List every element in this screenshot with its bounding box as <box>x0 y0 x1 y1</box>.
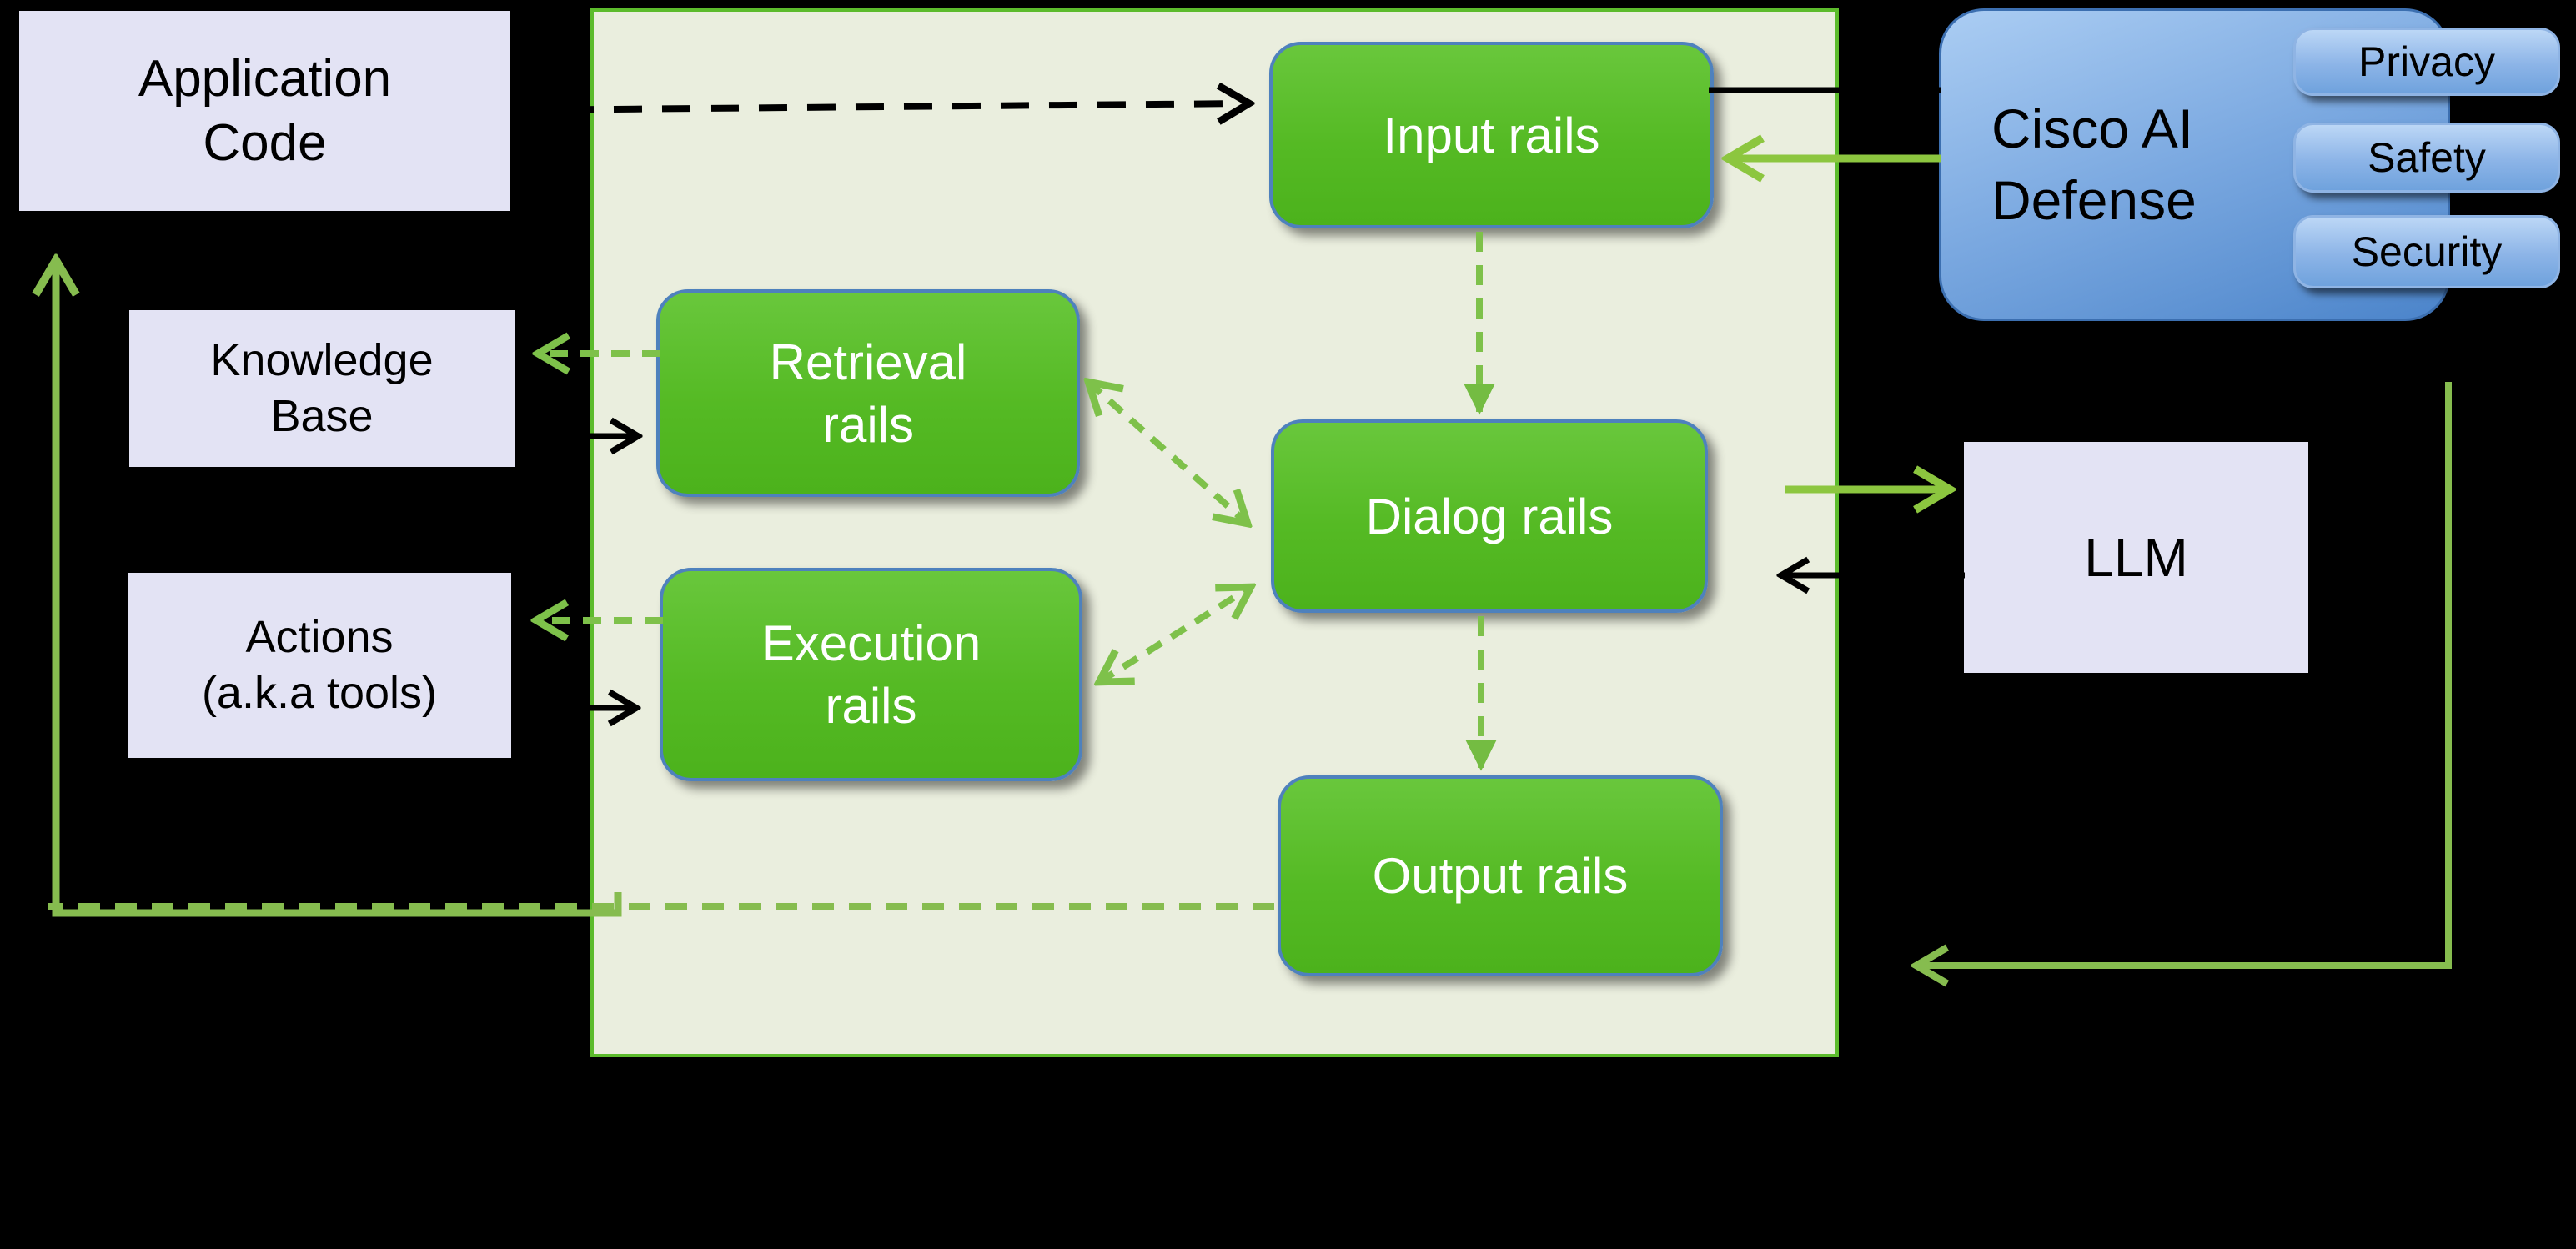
input-rails-box: Input rails <box>1269 42 1714 228</box>
execution-rails-box: Execution rails <box>660 568 1082 781</box>
safety-badge: Safety <box>2293 123 2560 193</box>
actions-label: Actions (a.k.a tools) <box>201 611 438 719</box>
retrieval-rails-label: Retrieval rails <box>769 334 967 453</box>
llm-label: LLM <box>2084 527 2188 588</box>
security-badge-label: Security <box>2351 228 2503 275</box>
output-rails-label: Output rails <box>1372 848 1629 904</box>
application-code-label: Application Code <box>138 49 392 173</box>
llm-box: LLM <box>1964 442 2308 673</box>
security-badge: Security <box>2293 215 2560 288</box>
dialog-rails-box: Dialog rails <box>1271 419 1708 613</box>
privacy-badge: Privacy <box>2293 28 2560 96</box>
retrieval-rails-box: Retrieval rails <box>656 289 1080 497</box>
output-rails-box: Output rails <box>1278 775 1723 976</box>
knowledge-base-box: Knowledge Base <box>129 310 515 467</box>
dialog-rails-label: Dialog rails <box>1365 488 1614 544</box>
input-rails-label: Input rails <box>1383 107 1600 163</box>
privacy-badge-label: Privacy <box>2358 38 2495 85</box>
application-code-box: Application Code <box>19 11 510 211</box>
safety-badge-label: Safety <box>2368 133 2486 181</box>
knowledge-base-label: Knowledge Base <box>210 334 434 442</box>
cisco-ai-defense-label: Cisco AI Defense <box>1991 97 2197 231</box>
execution-rails-label: Execution rails <box>761 615 982 734</box>
actions-box: Actions (a.k.a tools) <box>128 573 511 758</box>
